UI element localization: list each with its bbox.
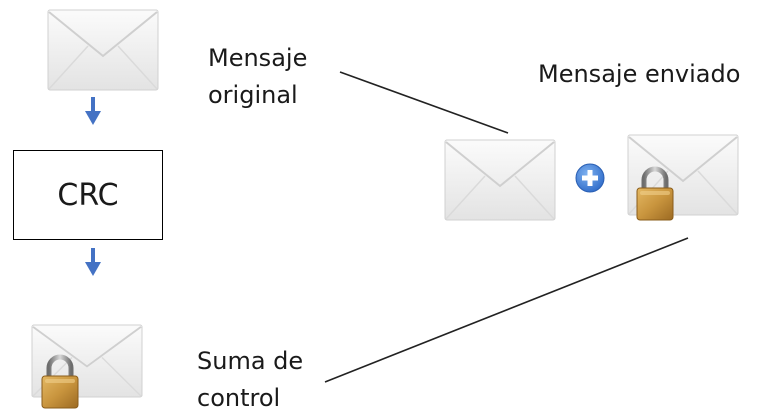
label-original-message-line2: original — [208, 81, 298, 109]
envelope-icon — [444, 139, 556, 221]
arrow-down-icon — [83, 95, 103, 127]
label-original-message: Mensaje original — [208, 40, 307, 114]
label-original-message-line1: Mensaje — [208, 44, 308, 72]
label-checksum-line2: control — [197, 384, 281, 412]
plus-circle-icon — [573, 161, 607, 195]
crc-box-label: CRC — [57, 177, 119, 213]
label-checksum: Suma de control — [197, 343, 303, 417]
connector-original-message — [339, 71, 509, 134]
connector-checksum — [324, 237, 689, 383]
envelope-icon — [47, 9, 159, 91]
label-sent-message-text: Mensaje enviado — [538, 60, 741, 88]
label-checksum-line1: Suma de — [197, 347, 304, 375]
arrow-down-icon — [83, 246, 103, 278]
crc-box: CRC — [13, 150, 163, 240]
label-sent-message: Mensaje enviado — [538, 56, 740, 93]
